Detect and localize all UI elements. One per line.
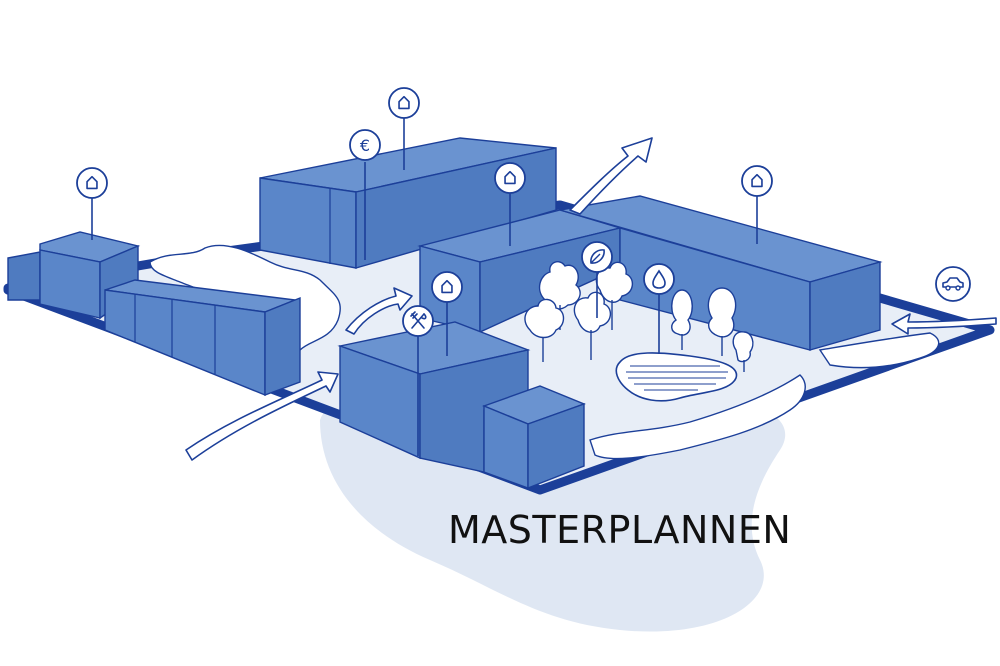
arrow-exit-top [569,137,653,215]
flow-arrows [185,137,997,461]
building-front-right [482,385,586,490]
hedge-far-right [818,332,940,369]
pond [615,352,738,402]
cutlery-icon [402,305,434,337]
arrow-entry-right [891,313,997,335]
euro-icon: € [349,129,381,161]
car-icon [935,266,971,302]
house-icon [431,271,463,303]
trees [524,261,754,372]
house-icon [494,162,526,194]
house-icon [388,87,420,119]
water-drop-icon [643,263,675,295]
building-left-row [104,279,301,397]
arrow-entry-bottom-left [185,371,339,461]
arrow-entry-mid [345,287,413,335]
icon-pins: € [76,87,971,456]
hedge-right [589,374,806,460]
house-icon [76,167,108,199]
leaf-icon [581,241,613,273]
masterplan-caption: MASTERPLANNEN [448,508,792,552]
house-icon [741,165,773,197]
euro-icon-glyph: € [360,136,370,155]
